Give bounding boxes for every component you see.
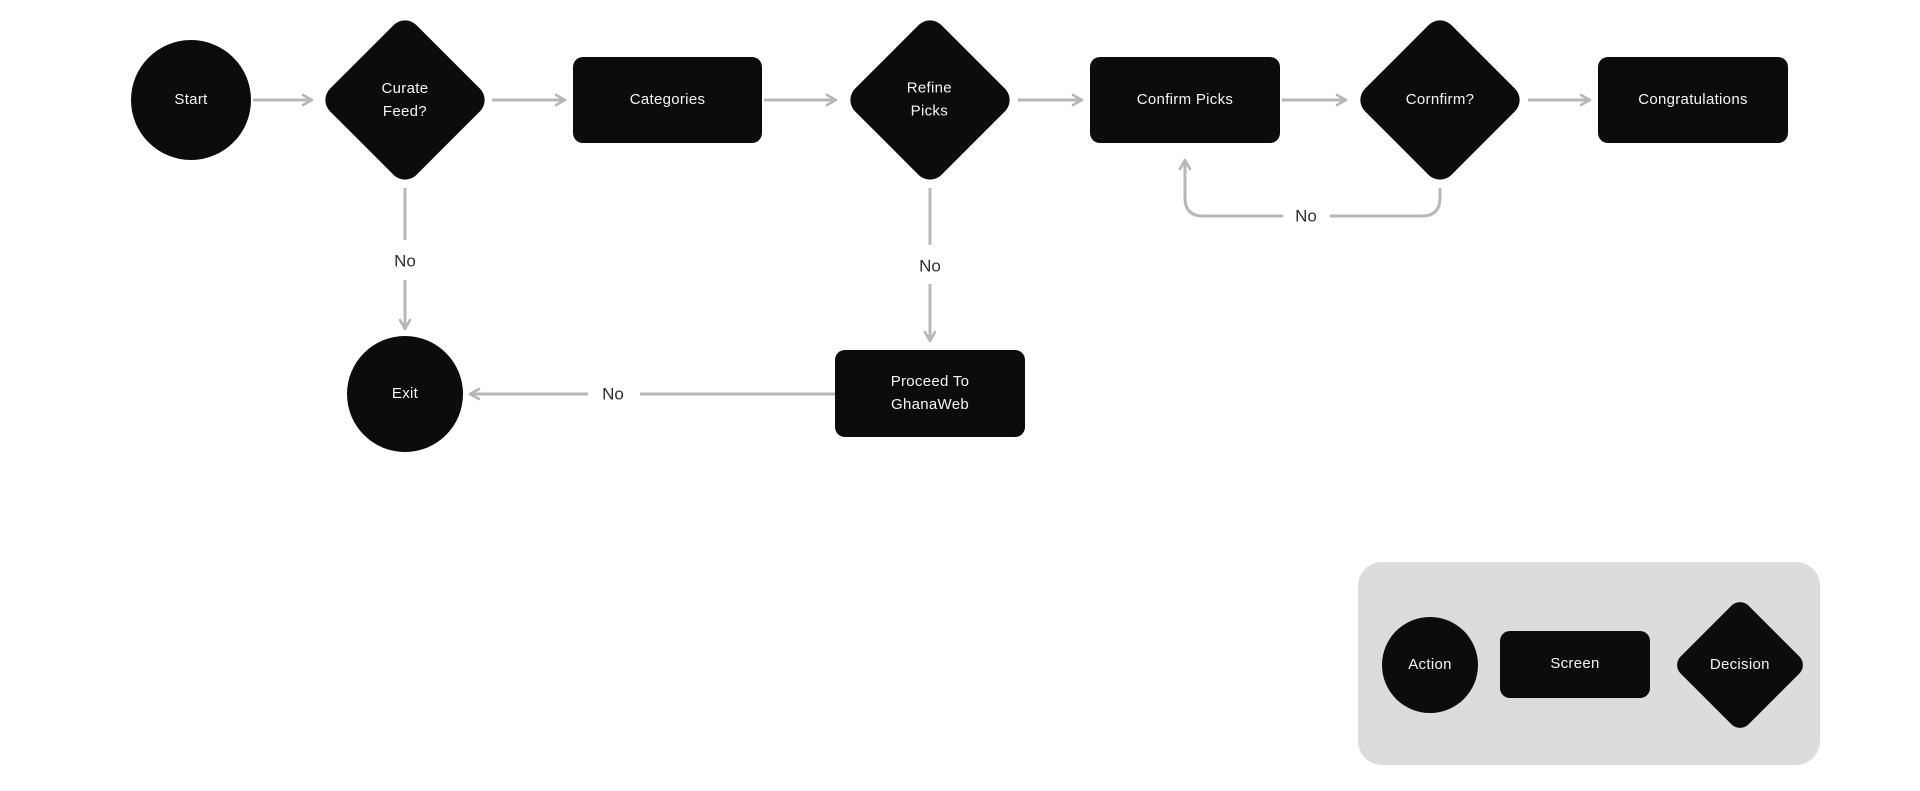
edge-label-cornfirm-no: No (1295, 207, 1317, 226)
edge-label-proceed-no: No (602, 385, 624, 404)
node-confirm-picks-label: Confirm Picks (1136, 90, 1234, 108)
edge-label-curate-no: No (394, 252, 416, 271)
legend-action-shape: Action (1382, 617, 1478, 713)
legend-decision-label: Decision (1710, 655, 1770, 673)
node-refine-picks-label: Refine Picks (907, 79, 953, 119)
node-categories: Categories (573, 57, 762, 143)
node-proceed-ghanaweb: Proceed To GhanaWeb (835, 350, 1025, 437)
node-congratulations: Congratulations (1598, 57, 1788, 143)
connector-cornfirm-no-right (1330, 188, 1442, 218)
node-start: Start (131, 40, 251, 160)
legend-action-label: Action (1408, 655, 1452, 673)
legend-screen-label: Screen (1550, 655, 1600, 673)
node-proceed-ghanaweb-label: Proceed To GhanaWeb (890, 373, 970, 413)
node-start-label: Start (174, 90, 208, 108)
node-curate-feed-label: Curate Feed? (381, 79, 429, 119)
legend-decision-shape: Decision (1672, 597, 1808, 733)
node-categories-label: Categories (629, 90, 706, 108)
node-exit: Exit (347, 336, 463, 452)
connector-cornfirm-no-left (1178, 158, 1283, 218)
legend-screen-shape: Screen (1500, 631, 1650, 698)
node-confirm-picks: Confirm Picks (1090, 57, 1280, 143)
legend-panel: Action Screen Decision (1358, 562, 1820, 765)
edge-label-refine-no: No (919, 257, 941, 276)
node-congratulations-label: Congratulations (1638, 90, 1748, 108)
node-cornfirm-label: Cornfirm? (1405, 90, 1475, 108)
node-exit-label: Exit (391, 384, 419, 402)
